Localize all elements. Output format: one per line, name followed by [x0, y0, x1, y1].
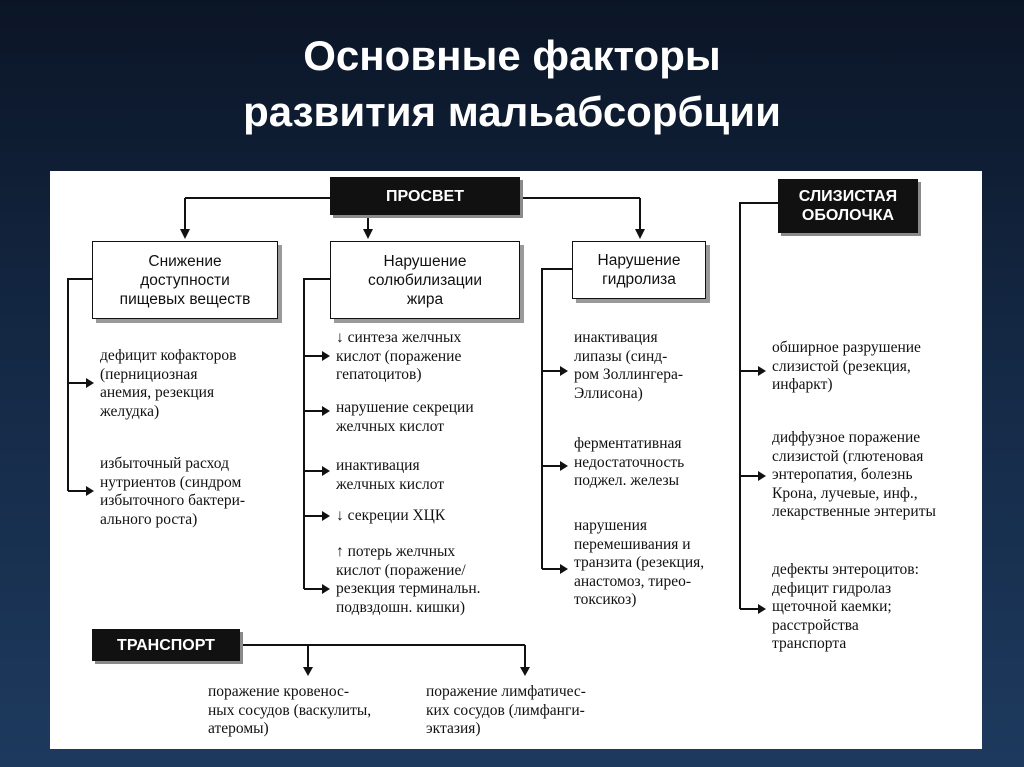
hydrolysis-category-box: Нарушение гидролиза	[572, 241, 706, 299]
mucosa-item: диффузное поражение слизистой (глютенова…	[772, 429, 936, 520]
connector-lines	[67, 197, 778, 676]
availability-category-box: Снижение доступности пищевых веществ	[92, 241, 278, 319]
availability-item: избыточный расход нутриентов (синдром из…	[100, 455, 246, 528]
hydrolysis-item: нарушения перемешивания и транзита (резе…	[574, 517, 705, 608]
mucosa-item: дефекты энтероцитов: дефицит гидролаз ще…	[772, 561, 919, 652]
transport-box: ТРАНСПОРТ	[92, 629, 240, 661]
solubilization-item: инактивация желчных кислот	[336, 457, 445, 493]
mucosa-box: СЛИЗИСТАЯ ОБОЛОЧКА	[778, 179, 918, 233]
diagram-panel: ПРОСВЕТ СЛИЗИСТАЯ ОБОЛОЧКА ТРАНСПОРТ Сни…	[50, 171, 982, 749]
lumen-box: ПРОСВЕТ	[330, 177, 520, 215]
lumen-label: ПРОСВЕТ	[386, 187, 464, 205]
slide-title: Основные факторы развития мальабсорбции	[0, 28, 1024, 140]
hydrolysis-item: инактивация липазы (синд- ром Золлингера…	[574, 329, 684, 402]
transport-label: ТРАНСПОРТ	[117, 636, 215, 654]
solubilization-item: ↓ синтеза желчных кислот (поражение гепа…	[336, 329, 462, 383]
solubilization-category-box: Нарушение солюбилизации жира	[330, 241, 520, 319]
solubilization-item: нарушение секреции желчных кислот	[336, 399, 474, 435]
slide-title-line1: Основные факторы	[303, 32, 721, 79]
solubilization-item: ↑ потерь желчных кислот (поражение/ резе…	[336, 543, 481, 616]
transport-item: поражение лимфатичес- ких сосудов (лимфа…	[426, 683, 586, 737]
availability-item: дефицит кофакторов (пернициозная анемия,…	[100, 347, 237, 420]
slide-title-line2: развития мальабсорбции	[243, 88, 781, 135]
hydrolysis-category-label: Нарушение гидролиза	[597, 252, 681, 288]
solubilization-category-label: Нарушение солюбилизации жира	[367, 252, 483, 308]
mucosa-item: обширное разрушение слизистой (резекция,…	[772, 339, 921, 393]
solubilization-item: ↓ секреции ХЦК	[336, 507, 446, 524]
hydrolysis-item: ферментативная недостаточность поджел. ж…	[574, 435, 685, 489]
mucosa-label: СЛИЗИСТАЯ ОБОЛОЧКА	[798, 188, 898, 224]
availability-category-label: Снижение доступности пищевых веществ	[119, 252, 251, 308]
transport-item: поражение кровенос- ных сосудов (васкули…	[208, 683, 372, 737]
